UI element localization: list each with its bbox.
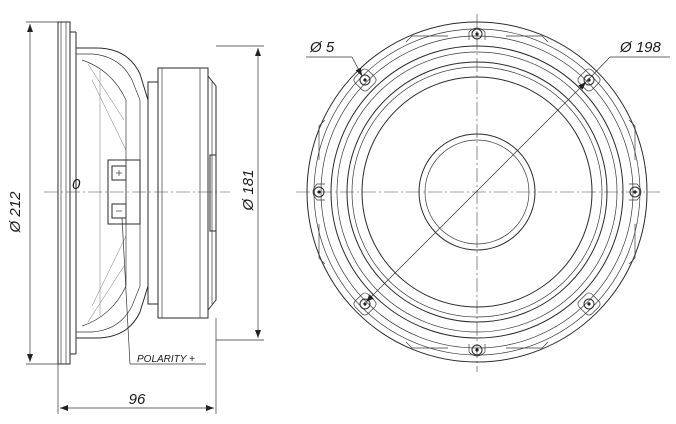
magnet-assembly <box>147 67 217 319</box>
origin-label: 0 <box>72 176 81 193</box>
basket-frame <box>76 47 149 339</box>
mounting-hole <box>312 183 325 201</box>
gasket-inner-ring <box>336 51 618 333</box>
polarity-label: POLARITY + <box>137 354 195 365</box>
hole-diameter-label: Ø 5 <box>309 39 335 56</box>
overall-diameter-label: Ø 212 <box>7 191 24 234</box>
gasket-ring <box>330 45 624 339</box>
mounting-flange <box>57 21 77 365</box>
frame-slots <box>318 35 636 349</box>
side-view: Ø 212 Ø 181 0 96 POLARITY + <box>7 21 264 414</box>
bolt-circle-diameter-label: Ø 198 <box>619 39 662 56</box>
depth-label: 96 <box>129 391 146 408</box>
polarity-terminal <box>107 159 141 225</box>
dimension-overall-diameter: Ø 212 <box>7 21 58 365</box>
front-view: Ø 5 Ø 198 <box>296 14 670 372</box>
surround-inner <box>351 66 603 318</box>
dimension-hole-diameter: Ø 5 <box>306 39 363 77</box>
mounting-hole <box>468 27 486 40</box>
outer-frame-ring <box>306 21 648 363</box>
cutout-diameter-label: Ø 181 <box>240 170 257 212</box>
cone-outer <box>361 76 593 308</box>
polarity-leader: POLARITY + <box>121 217 206 365</box>
surround-outer <box>346 61 608 323</box>
dimension-depth: 96 <box>57 318 217 414</box>
dimension-cutout-diameter: Ø 181 <box>216 45 264 341</box>
mounting-hole <box>629 183 642 201</box>
bolt-circle <box>320 35 634 349</box>
mounting-holes <box>312 27 642 357</box>
mounting-hole <box>468 344 486 357</box>
dimension-bolt-circle: Ø 198 <box>365 39 670 303</box>
